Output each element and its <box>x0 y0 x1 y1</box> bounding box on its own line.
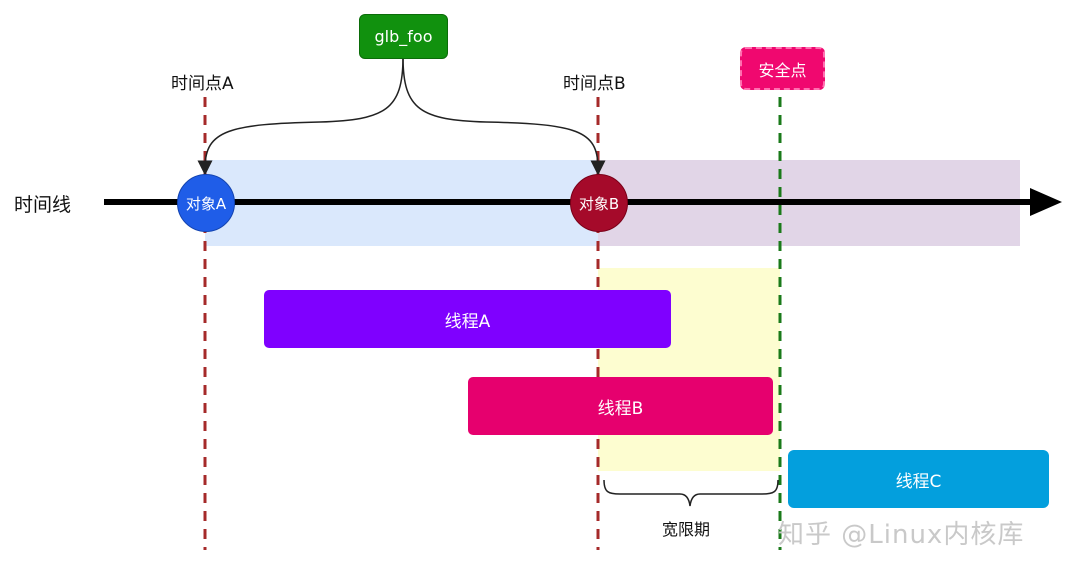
time-point-b-label: 时间点B <box>563 74 626 94</box>
thread-c-bar: 线程C <box>788 450 1049 508</box>
glb-foo-variable: glb_foo <box>359 14 448 59</box>
object-b-node: 对象B <box>570 174 628 232</box>
glb-foo-pointer-a <box>197 56 404 176</box>
safe-point-label: 安全点 <box>740 47 825 90</box>
thread-a-bar: 线程A <box>264 290 671 348</box>
grace-period-brace <box>603 479 779 507</box>
thread-b-bar: 线程B <box>468 377 773 435</box>
watermark: 知乎 @Linux内核库 <box>778 520 1025 550</box>
glb-foo-pointer-b <box>402 56 606 176</box>
timeline-label: 时间线 <box>14 194 72 216</box>
object-a-node: 对象A <box>177 174 235 232</box>
time-point-a-label: 时间点A <box>171 74 234 94</box>
timeline-arrowhead <box>1030 188 1062 216</box>
grace-period-label: 宽限期 <box>662 520 711 539</box>
